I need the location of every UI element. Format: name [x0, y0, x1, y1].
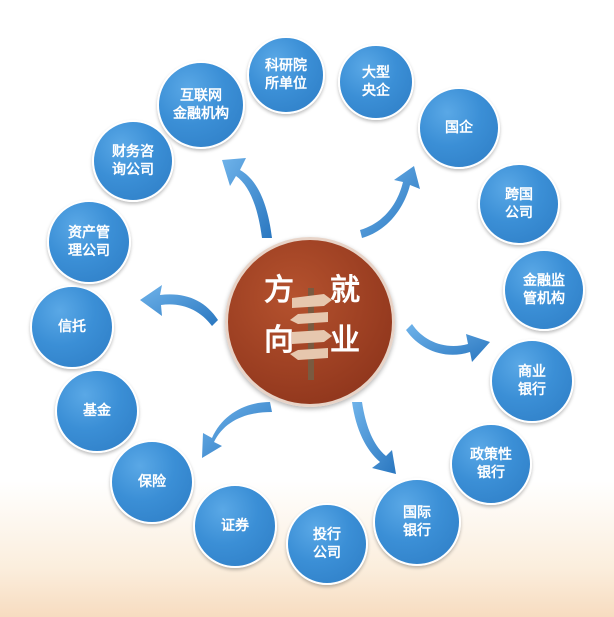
arrow-upper-left — [222, 158, 272, 238]
node-asset-management: 资产管 理公司 — [47, 200, 131, 284]
center-char-xiang: 向 — [264, 323, 294, 358]
node-label: 信托 — [58, 319, 86, 335]
node-label: 资产管 理公司 — [68, 225, 110, 259]
arrow-left — [140, 285, 218, 326]
arrow-lower-right — [352, 402, 396, 474]
node-financial-consulting: 财务咨 询公司 — [92, 120, 174, 202]
node-insurance: 保险 — [110, 440, 194, 524]
center-char-ye: 业 — [330, 323, 360, 358]
node-label: 国际 银行 — [403, 505, 431, 539]
node-label: 投行 公司 — [313, 527, 341, 561]
node-commercial-bank: 商业 银行 — [490, 339, 574, 423]
node-policy-bank: 政策性 银行 — [450, 423, 532, 505]
node-research-institute: 科研院 所单位 — [247, 36, 325, 114]
arrow-right — [406, 324, 490, 362]
center-char-jiu: 就 — [330, 273, 360, 308]
node-investment-bank: 投行 公司 — [286, 503, 368, 585]
node-label: 国企 — [445, 120, 473, 136]
node-label: 保险 — [138, 474, 166, 490]
node-label: 科研院 所单位 — [265, 58, 307, 92]
node-label: 基金 — [83, 403, 111, 419]
node-label: 政策性 银行 — [470, 447, 512, 481]
node-label: 跨国 公司 — [505, 187, 533, 221]
center-circle: 方 向 就 业 — [225, 237, 395, 407]
node-label: 大型 央企 — [362, 65, 390, 99]
signpost-icon — [290, 288, 332, 380]
node-securities: 证券 — [193, 484, 277, 568]
node-label: 证券 — [221, 518, 249, 534]
node-label: 商业 银行 — [518, 364, 546, 398]
node-state-owned-enterprise: 国企 — [418, 87, 500, 169]
node-label: 互联网 金融机构 — [173, 88, 229, 122]
node-large-soe: 大型 央企 — [338, 44, 414, 120]
arrow-upper-right — [360, 166, 420, 238]
center-char-fang: 方 — [264, 273, 294, 308]
node-internet-finance: 互联网 金融机构 — [157, 61, 245, 149]
arrow-lower-left — [202, 402, 272, 458]
node-multinational-company: 跨国 公司 — [478, 163, 560, 245]
node-label: 财务咨 询公司 — [112, 144, 154, 178]
node-fund: 基金 — [55, 369, 139, 453]
node-trust: 信托 — [30, 285, 114, 369]
node-label: 金融监 管机构 — [523, 273, 565, 307]
node-international-bank: 国际 银行 — [373, 478, 461, 566]
node-financial-regulator: 金融监 管机构 — [503, 249, 585, 331]
